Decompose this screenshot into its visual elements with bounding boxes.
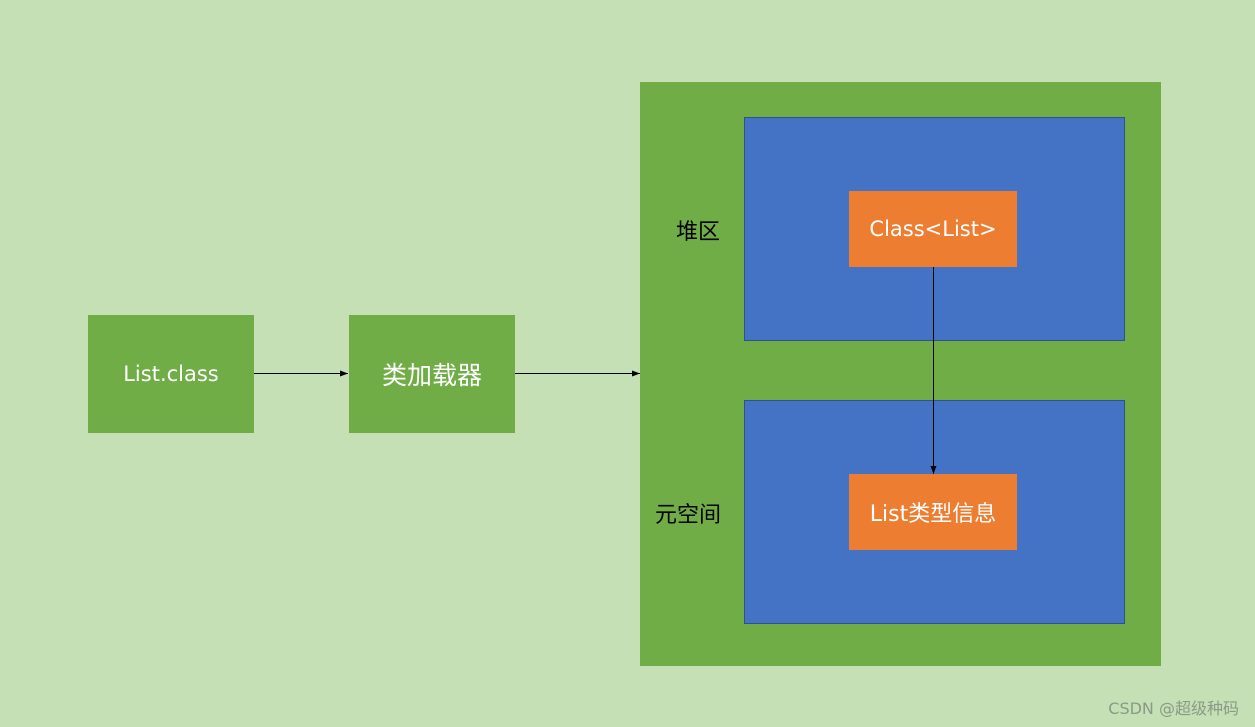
class-object-label: Class<List> <box>869 217 997 241</box>
class-loader-node: 类加载器 <box>349 315 515 433</box>
watermark: CSDN @超级种码 <box>1108 699 1239 718</box>
class-loader-label: 类加载器 <box>381 361 482 390</box>
heap-label: 堆区 <box>676 220 721 245</box>
type-info-node: List类型信息 <box>849 474 1017 550</box>
list-class-label: List.class <box>123 362 219 386</box>
type-info-label: List类型信息 <box>869 502 997 527</box>
metaspace-label: 元空间 <box>655 503 722 528</box>
list-class-node: List.class <box>88 315 254 433</box>
class-object-node: Class<List> <box>849 191 1017 267</box>
